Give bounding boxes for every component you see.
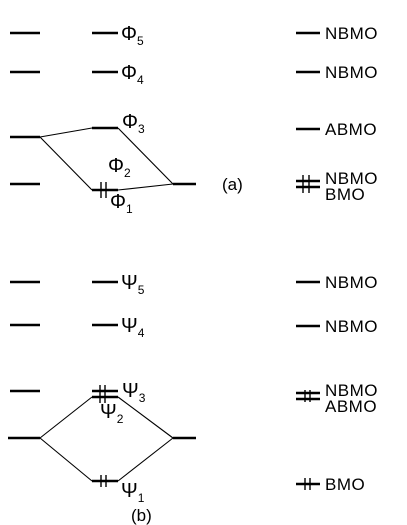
panel-a-tag: (a) <box>222 175 243 194</box>
psi3-type-label: NBMO <box>325 381 378 400</box>
psi1-label: Ψ1 <box>121 480 145 505</box>
phi4-type-label: NBMO <box>325 63 378 82</box>
phi2-type-label: NBMO <box>325 169 378 188</box>
correlation-line <box>117 437 174 482</box>
correlation-line <box>117 396 174 439</box>
correlation-line <box>39 136 93 191</box>
phi2-label: Φ2 <box>108 155 131 180</box>
panel-a: Φ5 Φ4 Φ3 Φ2 Φ1 (a) NBMO NBMO ABMO NBMO B… <box>10 23 378 216</box>
correlation-line <box>39 396 93 439</box>
phi5-type-label: NBMO <box>325 24 378 43</box>
panel-b-tag: (b) <box>131 506 152 525</box>
correlation-line <box>117 127 174 185</box>
phi3-type-label: ABMO <box>325 120 377 139</box>
psi3-label: Ψ3 <box>122 380 146 405</box>
psi1-type-label: BMO <box>325 475 365 494</box>
psi2-type-label: ABMO <box>325 397 377 416</box>
phi4-label: Φ4 <box>121 62 144 87</box>
correlation-line <box>39 127 93 138</box>
psi2-label: Ψ2 <box>100 401 124 426</box>
correlation-line <box>39 437 93 482</box>
psi4-type-label: NBMO <box>325 317 378 336</box>
correlation-line <box>117 183 174 191</box>
psi5-type-label: NBMO <box>325 273 378 292</box>
phi5-label: Φ5 <box>121 23 144 48</box>
phi1-label: Φ1 <box>110 191 133 216</box>
psi4-label: Ψ4 <box>121 315 145 340</box>
phi1-type-label: BMO <box>325 185 365 204</box>
psi5-label: Ψ5 <box>121 272 145 297</box>
panel-b: Ψ5 Ψ4 Ψ3 Ψ2 Ψ1 (b) NBMO NBMO NBMO ABMO B… <box>8 272 378 525</box>
phi3-label: Φ3 <box>122 111 145 136</box>
